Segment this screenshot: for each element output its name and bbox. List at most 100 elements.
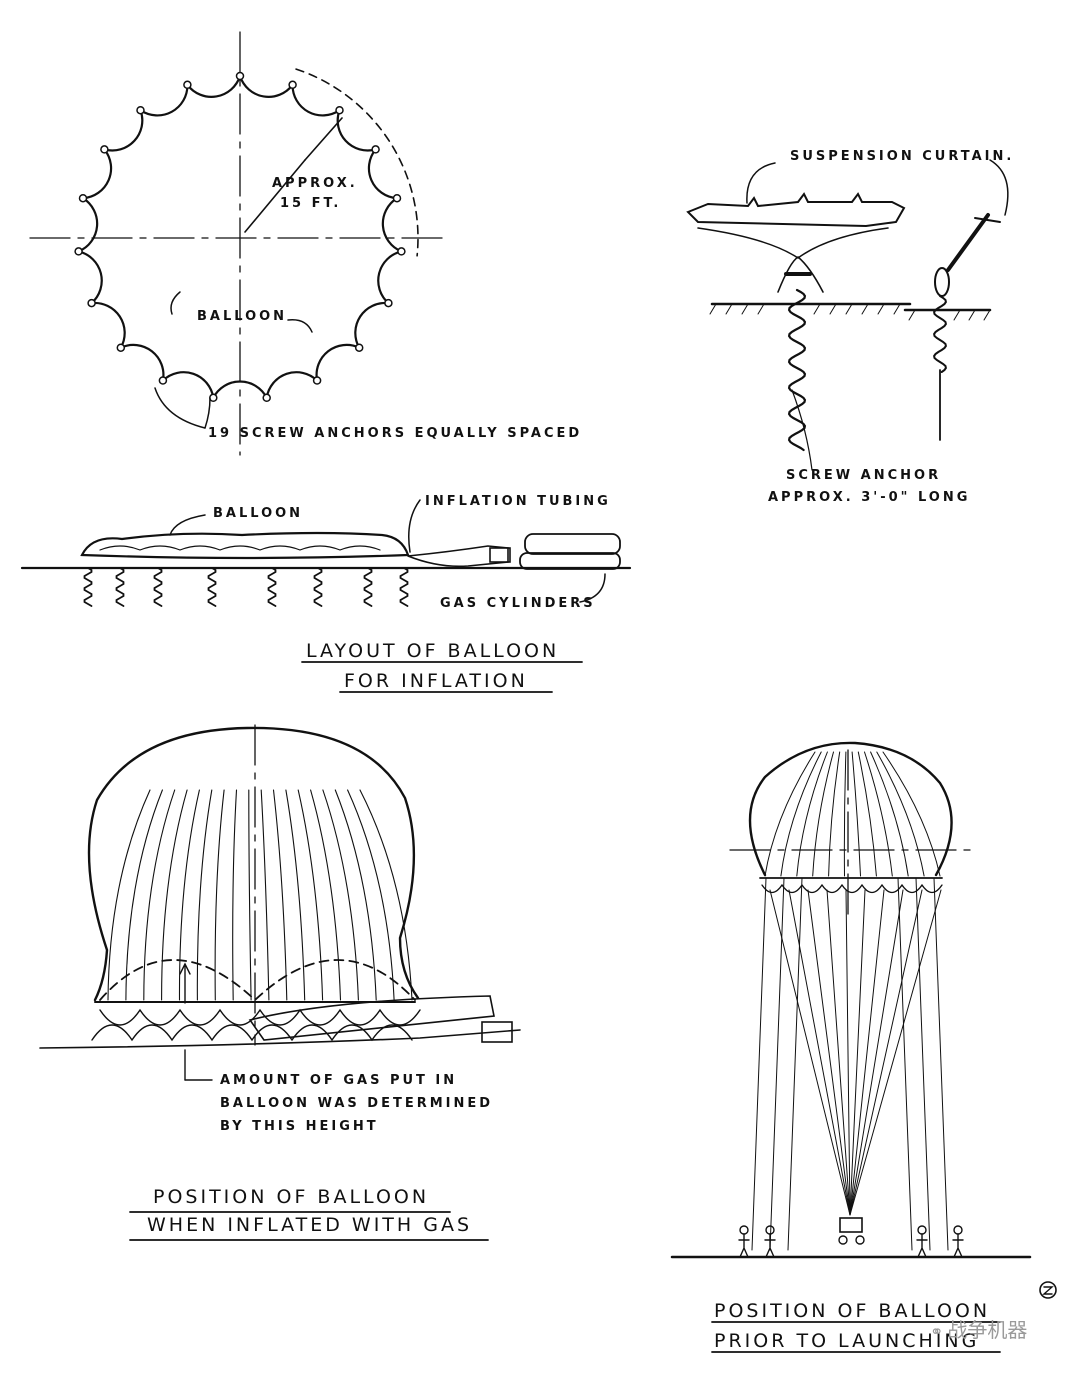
shroud-line [807,889,851,1216]
screw-anchor-point [392,193,402,203]
ground-handler-body [764,1233,776,1258]
ground-handler-head [917,1225,927,1235]
shroud-line [849,889,885,1216]
anchor-layout-diagram [29,31,446,456]
screw-anchor-point [158,376,168,385]
balloon-gore-line [272,789,288,1001]
handling-line [769,877,785,1251]
small-screw-anchor [399,567,409,607]
launch-gore-line [870,751,909,877]
shroud-line [849,889,904,1216]
gas-note-line-2: BALLOON WAS DETERMINED [220,1096,494,1111]
shroud-line [849,889,923,1216]
handling-line [915,877,931,1251]
suspension-curtain-label: SUSPENSION CURTAIN. [790,149,1015,164]
screw-anchor-point [312,376,322,385]
layout-balloon-label: BALLOON [213,506,304,521]
screw-anchors-label: 19 SCREW ANCHORS EQUALLY SPACED [208,426,583,441]
launch-gore-line [876,751,925,877]
launch-gore-line [764,751,816,877]
shroud-line [769,889,851,1216]
shroud-line [849,889,942,1216]
balloon-gore-line [196,789,213,1001]
launch-gore-line [780,751,822,877]
screw-anchor-point [397,247,406,256]
small-screw-anchor [83,567,93,607]
balloon-gore-line [285,789,306,1001]
balloon-gore-line [248,789,252,1001]
balloon-gore-line [260,789,270,1001]
screw-anchor-point [74,247,83,256]
balloon-gore-line [359,789,413,1001]
screw-anchor-point [116,343,126,352]
screw-anchor-point [371,145,380,154]
layout-title-line-2: FOR INFLATION [344,670,528,692]
layout-title-line-1: LAYOUT OF BALLOON [306,640,560,662]
launch-gore-line [828,751,841,877]
wechat-icon: ⚭ [930,1322,944,1341]
small-screw-anchor [267,567,277,607]
inflated-title-line-1: POSITION OF BALLOON [153,1186,430,1208]
handling-line [933,877,949,1251]
balloon-gore-line [178,789,200,1001]
suspension-anchor-diagram [686,159,1009,471]
shroud-line [849,889,866,1216]
screw-anchor-point [354,343,364,352]
approx-label-1: APPROX. [272,176,358,191]
launch-gore-line [857,751,877,877]
approx-label-2: 15 FT. [280,196,342,211]
launch-gore-line [796,751,828,877]
launch-gore-line [864,751,893,877]
screw-anchor-point [183,80,192,90]
small-screw-anchor [207,567,217,607]
launch-title-line-1: POSITION OF BALLOON [714,1300,991,1322]
small-screw-anchor [363,567,373,607]
shroud-line [788,889,851,1216]
screw-anchor-point [384,298,393,308]
balloon-gore-line [347,789,395,1001]
screw-anchor-point [335,105,344,115]
screw-anchor-point [288,80,297,90]
small-screw-anchor [153,567,163,607]
balloon-gore-line [214,789,225,1001]
watermark-text: 战争机器 [947,1318,1028,1342]
watermark: ⚭战争机器 [930,1314,1027,1343]
balloon-gore-line [107,789,151,1001]
ground-handler-body [916,1233,928,1258]
inflation-layout-diagram [20,499,632,693]
small-screw-anchor [313,567,323,607]
launch-gore-line [882,751,941,877]
shroud-line [826,889,851,1216]
screw-anchor-point [78,193,88,203]
gas-note-line-3: BY THIS HEIGHT [220,1119,379,1134]
anchor-length-label: APPROX. 3'-0" LONG [768,490,971,505]
ground-handler-head [765,1225,775,1235]
balloon-gore-line [334,789,377,1001]
balloon-gore-line [322,789,359,1001]
screw-anchor-point [100,145,109,154]
gas-cylinders-label: GAS CYLINDERS [440,596,596,611]
screw-anchor-point [235,71,245,81]
ground-handler-body [738,1233,750,1258]
screw-anchor-point [209,393,218,403]
inflated-title-line-2: WHEN INFLATED WITH GAS [147,1214,473,1236]
launch-title-line-2: PRIOR TO LAUNCHING [714,1330,980,1352]
screw-anchor-point [262,393,271,403]
balloon-gore-line [297,789,324,1001]
balloon-gore-line [143,789,176,1001]
handling-line [787,877,803,1251]
inflation-tubing-label: INFLATION TUBING [425,494,611,509]
balloon-gore-line [161,789,188,1001]
ground-handler-body [952,1233,964,1258]
ground-handler-head [739,1225,749,1235]
screw-anchor-label: SCREW ANCHOR [786,468,942,483]
screw-anchor-point [136,105,145,115]
launch-gore-line [851,751,861,877]
balloon-gore-line [125,789,163,1001]
balloon-gore-line [232,789,238,1001]
inflated-balloon-diagram [39,724,521,1241]
handling-line [897,877,913,1251]
screw-anchor-point [87,298,96,308]
launch-position-diagram [670,741,1057,1353]
